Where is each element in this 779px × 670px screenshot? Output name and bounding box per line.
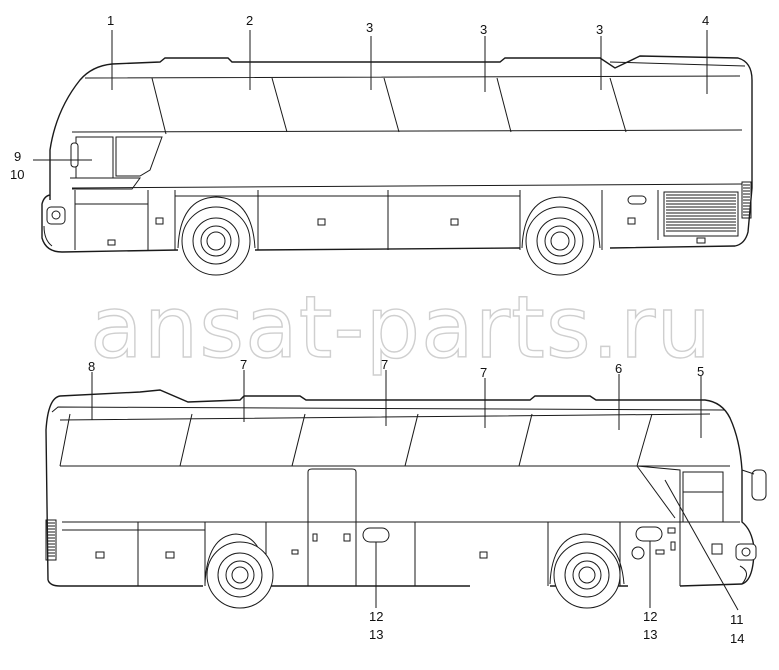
bus-top-front-wheel [177, 196, 256, 276]
bus-top-engine-grille [663, 191, 739, 237]
callout-3b: 3 [480, 22, 487, 37]
bus-side-view-bottom: 8 7 7 7 6 5 12 13 12 13 11 14 [45, 357, 767, 646]
bus-top-window-pillars [71, 77, 743, 135]
bus-bottom-roof-line [51, 406, 726, 421]
bus-bottom-rear-wheel [204, 533, 274, 609]
bus-bottom-window-pillars [59, 413, 653, 467]
bus-bottom-luggage-bays [62, 521, 740, 586]
callout-6: 6 [615, 361, 622, 376]
callout-1: 1 [107, 13, 114, 28]
callout-13b: 13 [643, 627, 657, 642]
callout-13a: 13 [369, 627, 383, 642]
callout-3a: 3 [366, 20, 373, 35]
callout-12a: 12 [369, 609, 383, 624]
bus-bottom-middle-door [307, 468, 357, 586]
callout-3c: 3 [596, 22, 603, 37]
bus-top-rear-vents [741, 181, 752, 219]
callout-4: 4 [702, 13, 709, 28]
callout-10: 10 [10, 167, 24, 182]
bus-bottom-front-wheel [549, 533, 625, 609]
callout-7c: 7 [480, 365, 487, 380]
bus-top-belt-line [71, 183, 743, 189]
bus-top-roof-line [84, 61, 746, 79]
bus-bottom-rear-vents [45, 519, 57, 561]
callout-12b: 12 [643, 609, 657, 624]
callout-7b: 7 [381, 357, 388, 372]
bus-top-front-windows [70, 136, 163, 190]
callout-5: 5 [697, 364, 704, 379]
callout-7a: 7 [240, 357, 247, 372]
callout-14: 14 [730, 631, 744, 646]
callout-9: 9 [14, 149, 21, 164]
bus-top-headlight [43, 206, 66, 247]
bus-side-view-top: 1 2 3 3 3 4 9 10 [10, 13, 753, 276]
bus-bottom-leader-lines [91, 370, 739, 611]
callout-2: 2 [246, 13, 253, 28]
bus-top-luggage-bays [74, 190, 706, 250]
callout-11: 11 [730, 612, 744, 627]
callout-8: 8 [88, 359, 95, 374]
watermark-text: ansat-parts.ru [90, 278, 712, 378]
bus-top-rear-wheel [521, 196, 601, 276]
bus-bottom-headlight [735, 543, 757, 585]
bus-top-leader-lines [33, 30, 708, 161]
